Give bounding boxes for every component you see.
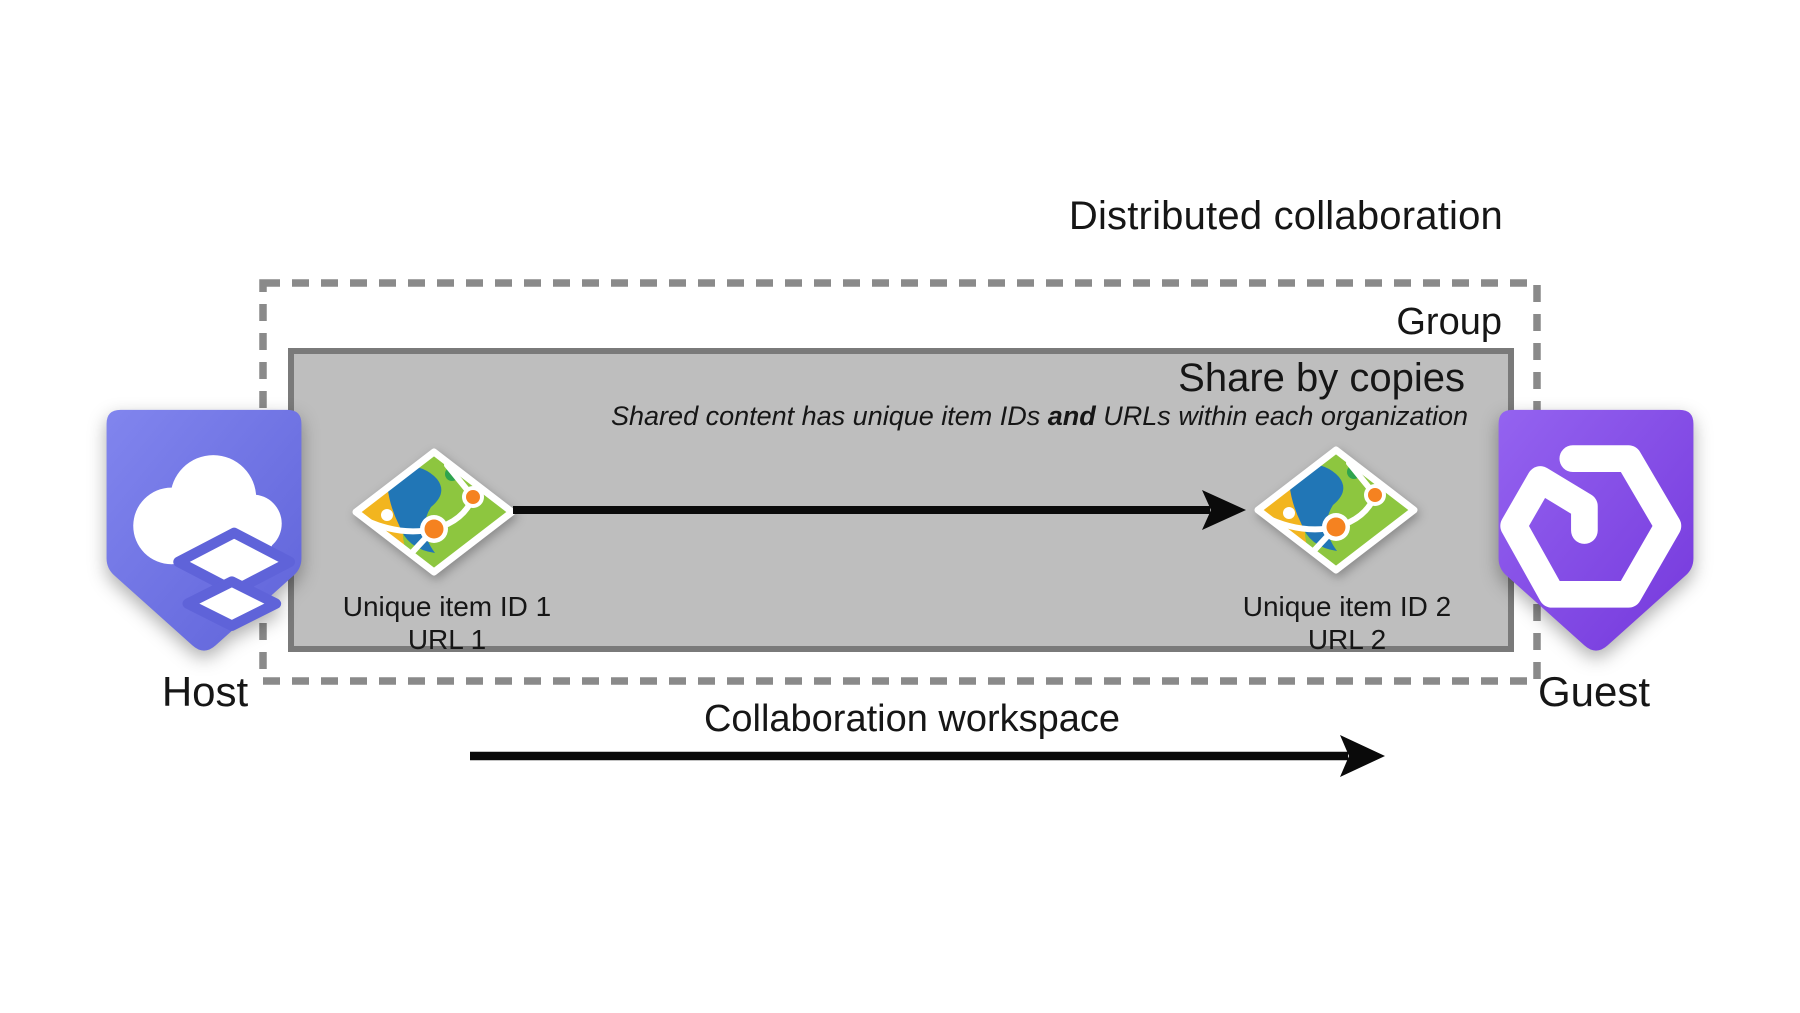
item-2-label: Unique item ID 2 URL 2 (1197, 590, 1497, 656)
share-by-copies-heading: Share by copies (1178, 356, 1465, 400)
item-1-url: URL 1 (407, 624, 487, 655)
item-2-url: URL 2 (1307, 624, 1387, 655)
guest-label: Guest (1537, 668, 1651, 715)
group-label: Group (1396, 301, 1502, 343)
item-1-label: Unique item ID 1 URL 1 (297, 590, 597, 656)
item-1-id: Unique item ID 1 (342, 591, 552, 622)
share-by-copies-subtitle: Shared content has unique item IDs and U… (611, 401, 1468, 432)
subtitle-text: Shared content has unique item IDs (611, 401, 1048, 431)
subtitle-bold-and: and (1047, 401, 1096, 431)
subtitle-text: URLs within each organization (1095, 401, 1468, 431)
enterprise-ring-glyph (1500, 445, 1682, 608)
map-item-icon (1254, 446, 1418, 574)
right-arrow-icon (470, 735, 1385, 777)
right-arrow-icon (513, 490, 1246, 530)
map-item-icon (352, 448, 516, 576)
page-title: Distributed collaboration (1068, 194, 1503, 238)
collaboration-workspace-label: Collaboration workspace (703, 698, 1121, 740)
item-2-id: Unique item ID 2 (1242, 591, 1452, 622)
cloud-layers-glyph (133, 455, 296, 631)
arcgis-enterprise-hexagon-icon (1498, 409, 1694, 651)
arcgis-online-cloud-hexagon-icon (106, 409, 302, 651)
host-label: Host (161, 668, 249, 715)
